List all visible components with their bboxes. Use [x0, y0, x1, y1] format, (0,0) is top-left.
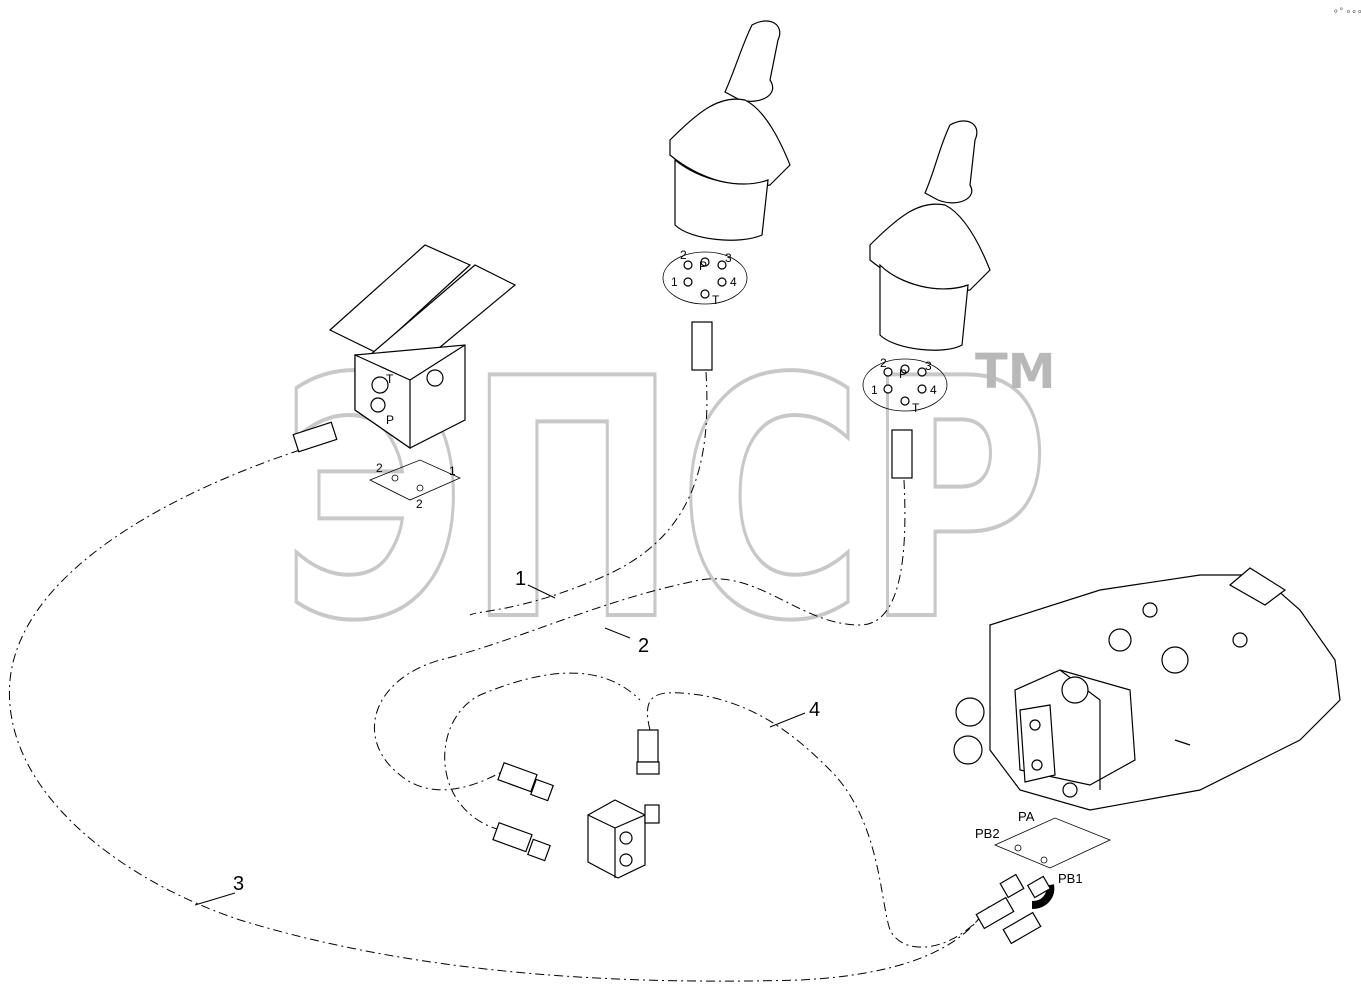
hose-1	[469, 371, 708, 616]
pedal-plate-2b: 2	[416, 497, 423, 511]
valve-hose-fittings	[975, 873, 1055, 945]
joystick-left-port-1: 1	[671, 275, 678, 289]
pedal-port-t: T	[386, 372, 394, 386]
corner-mark: ⚬° ∘∘∘	[1332, 6, 1361, 16]
valve-port-pb1: PB1	[1058, 871, 1083, 886]
joystick-right-port-p: P	[899, 367, 907, 381]
joystick-right-port-2: 2	[880, 356, 887, 370]
hose-4	[646, 692, 991, 948]
hose-3	[8, 449, 986, 982]
joystick-right-port-t: T	[912, 401, 920, 415]
callout-2: 2	[638, 635, 649, 657]
joystick-right-port-1: 1	[871, 383, 878, 397]
joystick-left-port-p: P	[699, 259, 707, 273]
joystick-right-port-3: 3	[925, 359, 932, 373]
valve-port-pa: PA	[1018, 809, 1035, 824]
callout-1: 1	[515, 568, 526, 590]
joystick-left	[662, 20, 791, 371]
joystick-right-port-4: 4	[930, 383, 937, 397]
joystick-left-port-3: 3	[725, 251, 732, 265]
watermark-tm: TM	[975, 344, 1056, 400]
callout-4: 4	[809, 699, 820, 721]
pedal-plate-2: 2	[376, 461, 383, 475]
shuttle-valve-block	[492, 729, 660, 879]
hose-2b	[444, 672, 641, 831]
pedal-port-p: P	[386, 413, 394, 427]
valve-port-plate	[993, 817, 1112, 869]
valve-port-pb2: PB2	[975, 826, 1000, 841]
joystick-right	[862, 120, 991, 479]
pedal-plate-1: 1	[449, 464, 456, 478]
pedal-port-plate	[369, 459, 461, 501]
hose-2	[374, 479, 906, 791]
leader-lines	[194, 584, 806, 906]
joystick-left-port-t: T	[712, 293, 720, 307]
foot-pedal-valve	[292, 244, 517, 453]
callout-3: 3	[233, 873, 244, 895]
hose-lines	[8, 371, 991, 982]
main-control-valve	[953, 567, 1341, 811]
joystick-left-port-2: 2	[680, 248, 687, 262]
joystick-left-port-4: 4	[730, 275, 737, 289]
